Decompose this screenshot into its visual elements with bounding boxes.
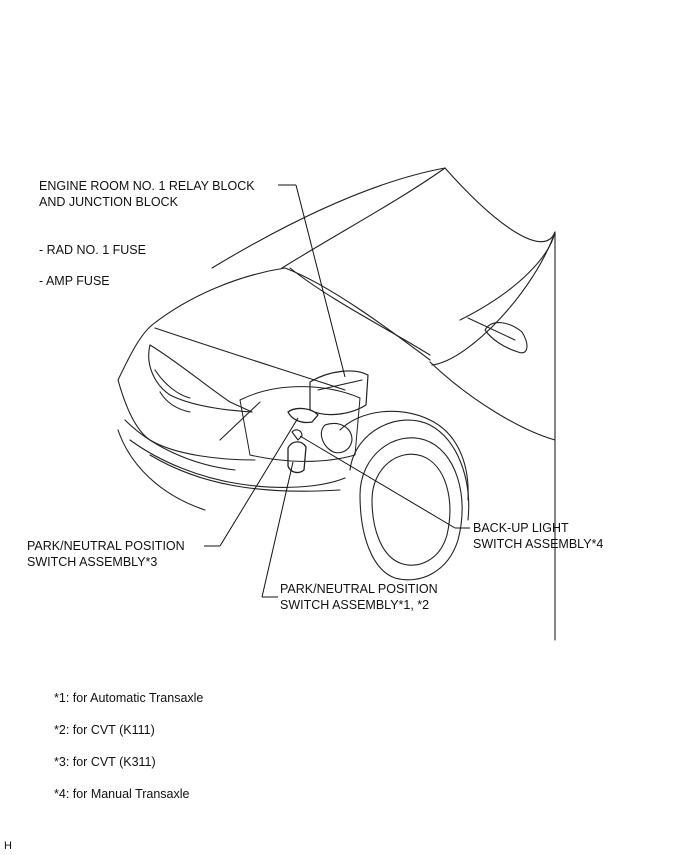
- engine-bay: [239, 386, 361, 462]
- body-side: [429, 361, 556, 441]
- windshield-bottom: [289, 267, 431, 356]
- rad-fuse-label: - RAD NO. 1 FUSE: [39, 243, 146, 257]
- pnp-switch-12-line1: PARK/NEUTRAL POSITION: [280, 582, 438, 596]
- fender: [339, 410, 469, 501]
- pnp-switch-12-line2: SWITCH ASSEMBLY*1, *2: [280, 598, 430, 612]
- amp-fuse-label: - AMP FUSE: [39, 274, 110, 288]
- backup-switch-line2: SWITCH ASSEMBLY*4: [473, 537, 604, 551]
- pnp-switch-3-label: PARK/NEUTRAL POSITION SWITCH ASSEMBLY*3: [27, 538, 185, 570]
- footnote-2: *2: for CVT (K111): [54, 723, 155, 737]
- footnote-3: *3: for CVT (K311): [54, 755, 156, 769]
- grille-logo: [154, 369, 191, 399]
- pnp-switch-3-line1: PARK/NEUTRAL POSITION: [27, 539, 185, 553]
- footnote-4: *4: for Manual Transaxle: [54, 787, 190, 801]
- roof-line: [211, 167, 446, 269]
- relay-block-shape: [309, 370, 369, 416]
- backup-switch-line1: BACK-UP LIGHT: [473, 521, 569, 535]
- relay-block-label: ENGINE ROOM NO. 1 RELAY BLOCK AND JUNCTI…: [39, 178, 255, 210]
- pnp-switch-3-line2: SWITCH ASSEMBLY*3: [27, 555, 158, 569]
- footnote-1: *1: for Automatic Transaxle: [54, 691, 204, 705]
- tire-inner: [371, 453, 451, 566]
- pnp-switch-12-label: PARK/NEUTRAL POSITION SWITCH ASSEMBLY*1,…: [280, 581, 438, 613]
- side-mirror: [484, 322, 528, 354]
- pnp-switch-shape: [287, 441, 307, 474]
- backup-switch-label: BACK-UP LIGHT SWITCH ASSEMBLY*4: [473, 520, 603, 552]
- relay-block-line2: AND JUNCTION BLOCK: [39, 195, 178, 209]
- headlight: [149, 344, 253, 413]
- relay-block-line1: ENGINE ROOM NO. 1 RELAY BLOCK: [39, 179, 255, 193]
- lower-grille: [124, 419, 236, 471]
- hood: [151, 267, 431, 361]
- corner-mark: H: [4, 840, 12, 852]
- wheel-arch: [349, 419, 470, 521]
- windshield-top: [281, 167, 446, 269]
- a-pillar: [444, 167, 556, 243]
- tire-outer: [359, 437, 463, 581]
